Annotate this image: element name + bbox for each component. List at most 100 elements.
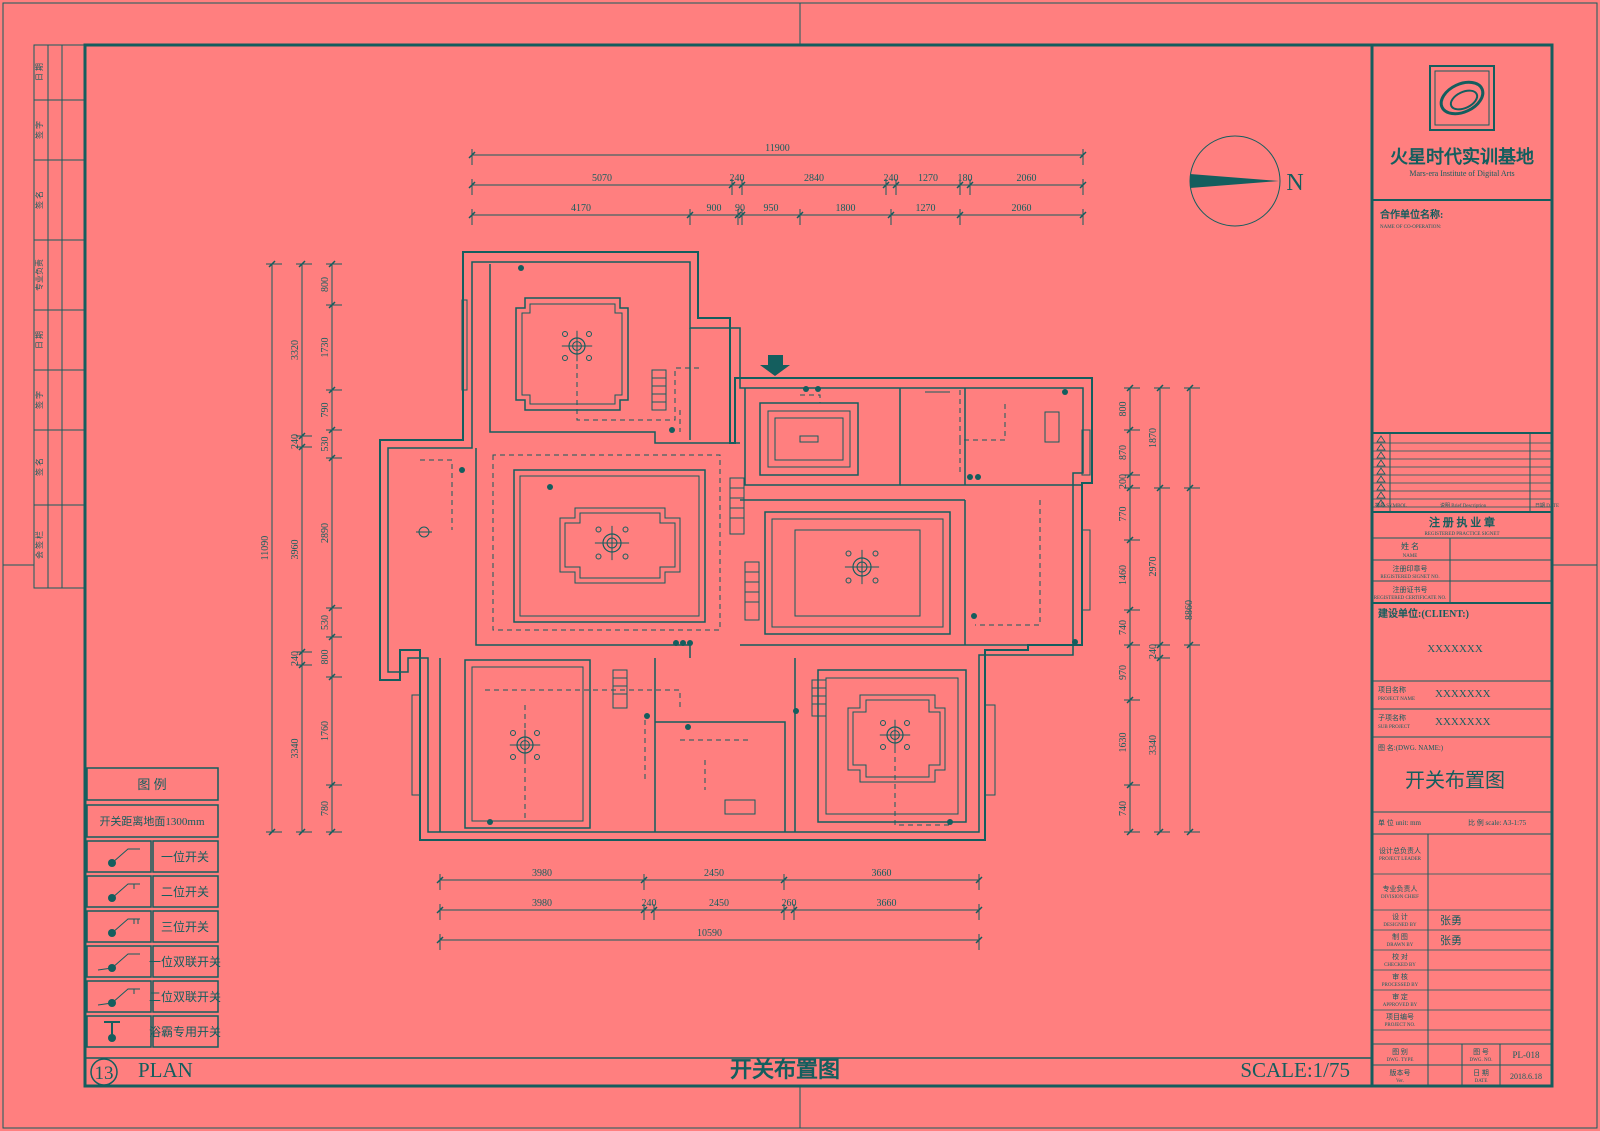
partner-label: 合作单位名称: (1379, 208, 1443, 221)
dim-top-row2: 950 (764, 203, 779, 214)
switch-point-icon (644, 713, 650, 719)
dim-right-inner: 1630 (1118, 733, 1129, 753)
legend-item: 一位开关 (86, 840, 219, 873)
signature-strip: 日 期 签 字 签 名 专业负责 日 期 签 字 签 名 会 签 栏 (33, 44, 86, 589)
role-label-en: DESIGNED BY (1383, 923, 1417, 928)
stamp-label: 注 册 执 业 章 (1429, 515, 1495, 529)
legend: 图 例 开关距离地面1300mm 一位开关二位开关三位开关一位双联开关二位双联开… (86, 767, 221, 1048)
strip-label: 会 签 栏 (34, 531, 44, 559)
dim-bottom-row2: 3660 (877, 898, 897, 909)
ceiling-light-icon (799, 435, 819, 443)
legend-item-label: 一位开关 (161, 849, 209, 864)
dim-top-row1: 1270 (918, 173, 938, 184)
switch-point-icon (947, 819, 953, 825)
revision-triangle-icon (1376, 499, 1386, 507)
dwg-no-label-en: DWG. NO. (1470, 1058, 1493, 1063)
dim-left-inner: 790 (320, 403, 331, 418)
role-value: 张勇 (1440, 914, 1462, 927)
dim-top-row2: 1800 (836, 203, 856, 214)
strip-label: 签 字 (34, 391, 44, 409)
role-label-en: PROCESSED BY (1382, 983, 1419, 988)
switch-point-icon (803, 386, 809, 392)
role-label-en: PROJECT NO. (1385, 1023, 1416, 1028)
switch-point-icon (685, 724, 691, 730)
dim-left-inner: 530 (320, 615, 331, 630)
dim-bottom-total: 10590 (697, 928, 722, 939)
revision-triangle-icon (1376, 459, 1386, 467)
chandelier-icon (594, 525, 630, 561)
dim-left-inner: 2890 (320, 523, 331, 543)
north-arrow: N (1189, 135, 1304, 227)
switch-point-icon (547, 484, 553, 490)
dim-top-row1: 180 (958, 173, 973, 184)
dim-right-inner: 770 (1118, 507, 1129, 522)
stamp-label-en: REGISTERED PRACTICE SIGNET (1425, 532, 1500, 537)
dim-left-inner: 1730 (320, 338, 331, 358)
dim-bottom-row1: 3980 (532, 868, 552, 879)
role-label: 专业负责人 (1383, 884, 1418, 893)
legend-item-label: 浴霸专用开关 (149, 1024, 221, 1039)
revision-triangle-icon (1376, 475, 1386, 483)
switch-point-icon (518, 265, 524, 271)
revision-triangle-icon (1376, 491, 1386, 499)
switch-point-icon (971, 613, 977, 619)
switch-point-icon (975, 474, 981, 480)
legend-item-label: 一位双联开关 (149, 954, 221, 969)
dim-right-inner: 200 (1118, 474, 1129, 489)
switch-point-icon (459, 467, 465, 473)
legend-item: 二位双联开关 (86, 980, 221, 1013)
dwg-name-value: 开关布置图 (1405, 769, 1505, 792)
dim-right-inner: 870 (1118, 445, 1129, 460)
dim-top-row2: 900 (707, 203, 722, 214)
role-label: 项目编号 (1386, 1012, 1414, 1021)
stamp-no-label-en: REGISTERED SIGNET NO. (1380, 575, 1439, 580)
legend-item-label: 二位双联开关 (149, 989, 221, 1004)
strip-label: 日 期 (35, 331, 44, 349)
drawing-title: 开关布置图 (730, 1057, 840, 1082)
project-name-label: 项目名称 (1378, 685, 1406, 694)
dim-top-row2: 2060 (1012, 203, 1032, 214)
date-label-en: DATE (1475, 1079, 1488, 1084)
unit-label: 单 位 unit: mm (1378, 818, 1422, 827)
floor-plan (379, 251, 1093, 841)
revision-triangle-icon (1376, 483, 1386, 491)
legend-item: 浴霸专用开关 (86, 1015, 221, 1048)
switch-point-icon (815, 386, 821, 392)
dim-left-inner: 780 (320, 801, 331, 816)
switch-point-icon (673, 640, 679, 646)
dim-top-row1: 2060 (1017, 173, 1037, 184)
date-label: 日 期 (1473, 1069, 1489, 1077)
legend-title: 图 例 (137, 777, 166, 792)
switch-point-icon (680, 640, 686, 646)
revision-triangle-icon (1376, 451, 1386, 459)
dim-left-outer: 3340 (290, 739, 301, 759)
dim-top-row1: 240 (884, 173, 899, 184)
drawing-scale: SCALE:1/75 (1240, 1058, 1350, 1082)
partner-label-en: NAME OF CO-OPERATION: (1380, 225, 1441, 230)
rev-symbol-label: 符号 SYMBOL (1375, 502, 1407, 509)
dim-top-row1: 240 (730, 173, 745, 184)
name-label-en: NAME (1403, 554, 1418, 559)
dim-right-outer: 3340 (1148, 735, 1159, 755)
dim-right-outer: 1870 (1148, 428, 1159, 448)
version-label-en: Ver. (1396, 1079, 1404, 1084)
strip-label: 日 期 (35, 63, 44, 81)
switch-point-icon (487, 819, 493, 825)
client-label: 建设单位:(CLIENT:) (1377, 607, 1469, 620)
chandelier-icon (879, 719, 911, 751)
dim-top-total: 11900 (765, 143, 790, 154)
dim-left-total: 11090 (260, 536, 271, 561)
dim-right-inner: 740 (1118, 620, 1129, 635)
dim-left-outer: 240 (290, 651, 301, 666)
company-logo-icon (1429, 65, 1495, 131)
plan-number: 13 (95, 1063, 114, 1084)
dim-bottom-row2: 260 (782, 898, 797, 909)
plan-label: PLAN (138, 1058, 193, 1082)
legend-note: 开关距离地面1300mm (99, 814, 205, 828)
entrance-arrow-icon (760, 355, 790, 376)
title-block: 火星时代实训基地 Mars-era Institute of Digital A… (1372, 65, 1559, 1086)
sub-project-label: 子项名称 (1378, 713, 1406, 722)
dim-bottom-row2: 2450 (709, 898, 729, 909)
role-value: 张勇 (1440, 934, 1462, 947)
